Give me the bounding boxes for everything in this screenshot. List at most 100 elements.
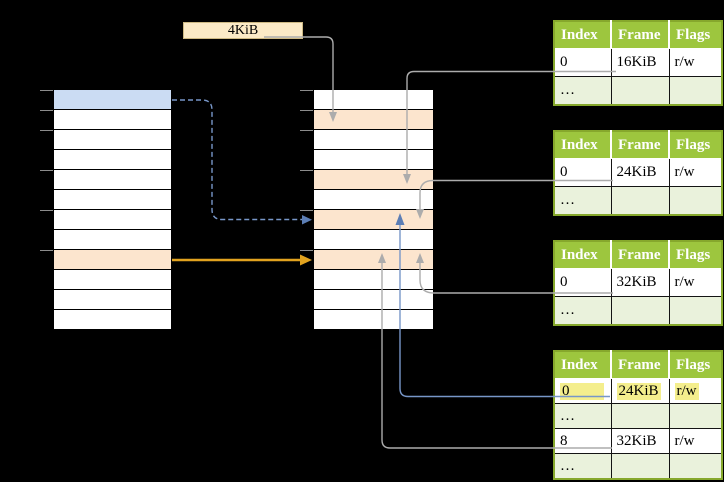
- memory-cell-white: [314, 130, 433, 150]
- table-row: …: [553, 403, 723, 429]
- table-cell: …: [553, 403, 612, 429]
- table-cell: r/w: [668, 48, 723, 77]
- column-header: Flags: [668, 21, 722, 49]
- table-cell: …: [553, 186, 612, 216]
- memory-cell-white: [54, 290, 171, 310]
- memory-cell-white: [314, 310, 433, 330]
- column-header: Flags: [668, 131, 722, 159]
- page-size-label: 4KiB: [183, 22, 303, 39]
- boundary-tick: [40, 249, 53, 251]
- boundary-tick: [40, 89, 53, 91]
- boundary-tick: [300, 209, 313, 211]
- column-header: Index: [554, 241, 611, 269]
- memory-cell-white: [314, 270, 433, 290]
- table-cell: 0: [553, 158, 612, 187]
- memory-cell-orange: [54, 250, 171, 270]
- boundary-tick: [300, 249, 313, 251]
- column-header: Frame: [610, 21, 669, 49]
- table-cell: [610, 403, 670, 429]
- table-cell: r/w: [668, 378, 723, 404]
- memory-cell-blue: [54, 90, 171, 110]
- table-cell: [668, 453, 723, 480]
- boundary-tick: [300, 169, 313, 171]
- table-cell: 8: [553, 428, 612, 454]
- virtual-memory-column: [40, 89, 172, 331]
- memory-cell-white: [54, 130, 171, 150]
- table-cell: [610, 76, 670, 106]
- memory-cell-white: [314, 90, 433, 110]
- highlighted-value: 0: [560, 382, 604, 400]
- memory-cell-orange: [314, 170, 433, 190]
- column-header: Flags: [668, 241, 722, 269]
- table-cell: [610, 453, 670, 480]
- table-cell: 16KiB: [610, 48, 670, 77]
- boundary-tick: [40, 209, 53, 211]
- table-cell: 24KiB: [610, 378, 670, 404]
- column-header: Index: [554, 351, 611, 379]
- table-cell: …: [553, 453, 612, 480]
- arrow-right-icon: [302, 215, 312, 225]
- memory-cell-white: [54, 210, 171, 230]
- column-header: Flags: [668, 351, 722, 379]
- memory-cell-orange: [314, 110, 433, 130]
- table-cell: r/w: [668, 428, 723, 454]
- column-header: Index: [554, 21, 611, 49]
- table-row: …: [553, 296, 723, 326]
- column-header: Frame: [610, 241, 669, 269]
- table-cell: [610, 296, 670, 326]
- table-cell: r/w: [668, 268, 723, 297]
- table-row: …: [553, 453, 723, 480]
- column-header: Frame: [610, 131, 669, 159]
- table-cell: [668, 403, 723, 429]
- boundary-tick: [40, 169, 53, 171]
- table-cell: 32KiB: [610, 268, 670, 297]
- table-cell: 24KiB: [610, 158, 670, 187]
- table-cell: [668, 76, 723, 106]
- table-row: …: [553, 186, 723, 216]
- table-cell: …: [553, 76, 612, 106]
- memory-cell-white: [54, 110, 171, 130]
- column-header: Frame: [610, 351, 669, 379]
- memory-cell-white: [54, 170, 171, 190]
- table-cell: [610, 186, 670, 216]
- table-cell: 0: [553, 48, 612, 77]
- memory-cell-white: [314, 150, 433, 170]
- table-cell: 0: [553, 268, 612, 297]
- boundary-tick: [40, 109, 53, 111]
- boundary-tick: [300, 89, 313, 91]
- memory-cell-white: [54, 150, 171, 170]
- boundary-tick: [300, 109, 313, 111]
- arrow-right-icon: [300, 254, 312, 266]
- table-cell: [668, 186, 723, 216]
- physical-memory-column: [300, 89, 434, 331]
- table-cell: 0: [553, 378, 612, 404]
- boundary-tick: [40, 129, 53, 131]
- column-header: Index: [554, 131, 611, 159]
- highlighted-value: 24KiB: [616, 382, 661, 400]
- boundary-tick: [300, 129, 313, 131]
- highlighted-value: r/w: [674, 382, 699, 400]
- memory-cell-white: [314, 190, 433, 210]
- table-cell: …: [553, 296, 612, 326]
- connector-virtual-page-orange: [172, 254, 312, 266]
- table-cell: 32KiB: [610, 428, 670, 454]
- connector-virtual-page-dashed: [172, 99, 312, 225]
- table-cell: [668, 296, 723, 326]
- memory-cell-orange: [314, 210, 433, 230]
- memory-cell-white: [54, 230, 171, 250]
- memory-cell-white: [54, 270, 171, 290]
- table-row: 0 24KiB r/w: [553, 378, 723, 404]
- table-row: …: [553, 76, 723, 106]
- memory-cell-white: [314, 230, 433, 250]
